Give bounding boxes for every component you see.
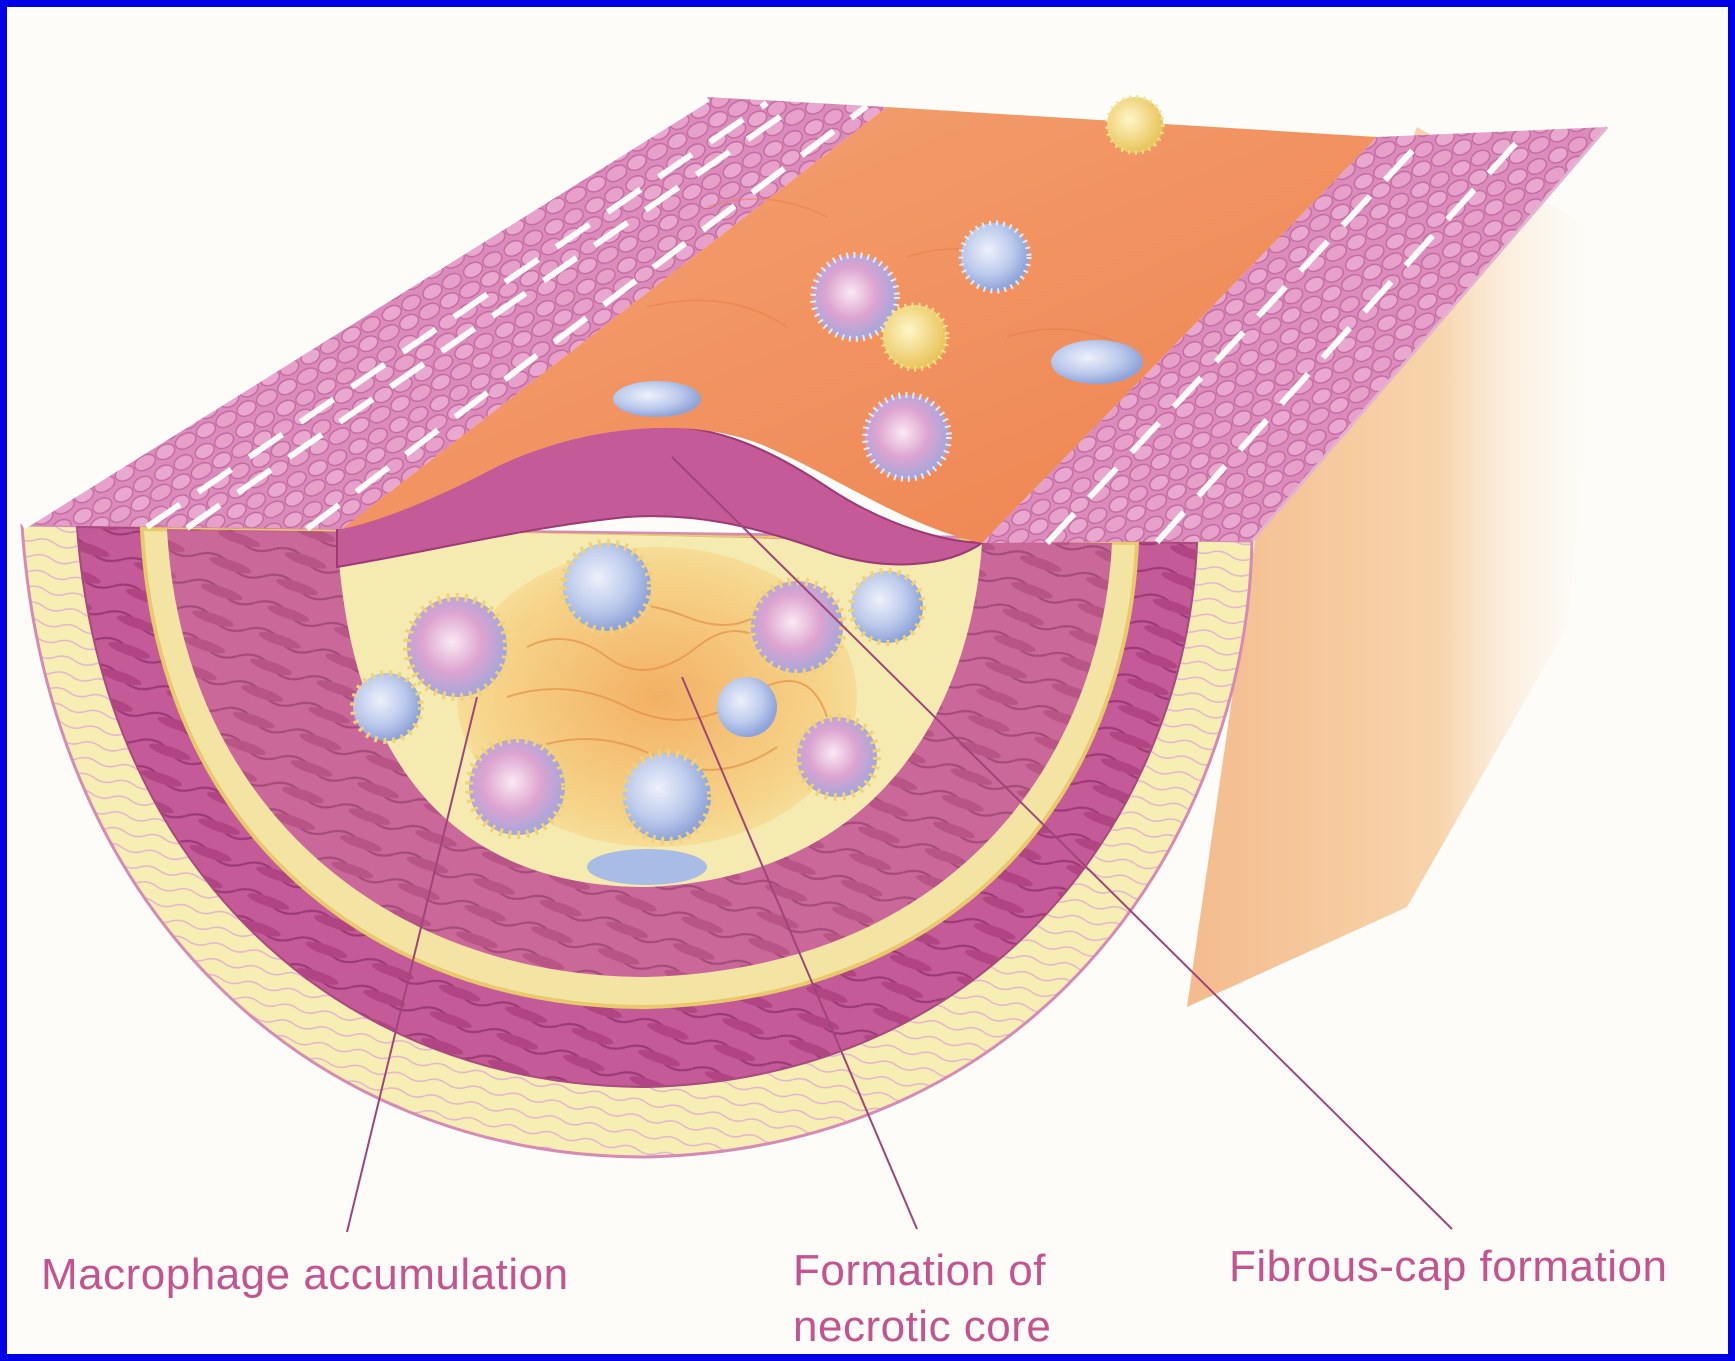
- label-macrophage-accumulation: Macrophage accumulation: [41, 1247, 569, 1303]
- illustration-frame: Macrophage accumulation Formation of nec…: [7, 7, 1728, 1354]
- label-fibrous-cap-formation: Fibrous-cap formation: [1229, 1239, 1667, 1295]
- label-fibrous-cap-text: Fibrous-cap formation: [1229, 1242, 1667, 1291]
- label-necrotic-core-line1: Formation of: [793, 1243, 1051, 1299]
- label-macrophage-text: Macrophage accumulation: [41, 1250, 569, 1299]
- label-necrotic-core: Formation of necrotic core: [793, 1243, 1051, 1354]
- artery-cross-section-illustration: [7, 7, 1728, 1354]
- label-necrotic-core-line2: necrotic core: [793, 1299, 1051, 1354]
